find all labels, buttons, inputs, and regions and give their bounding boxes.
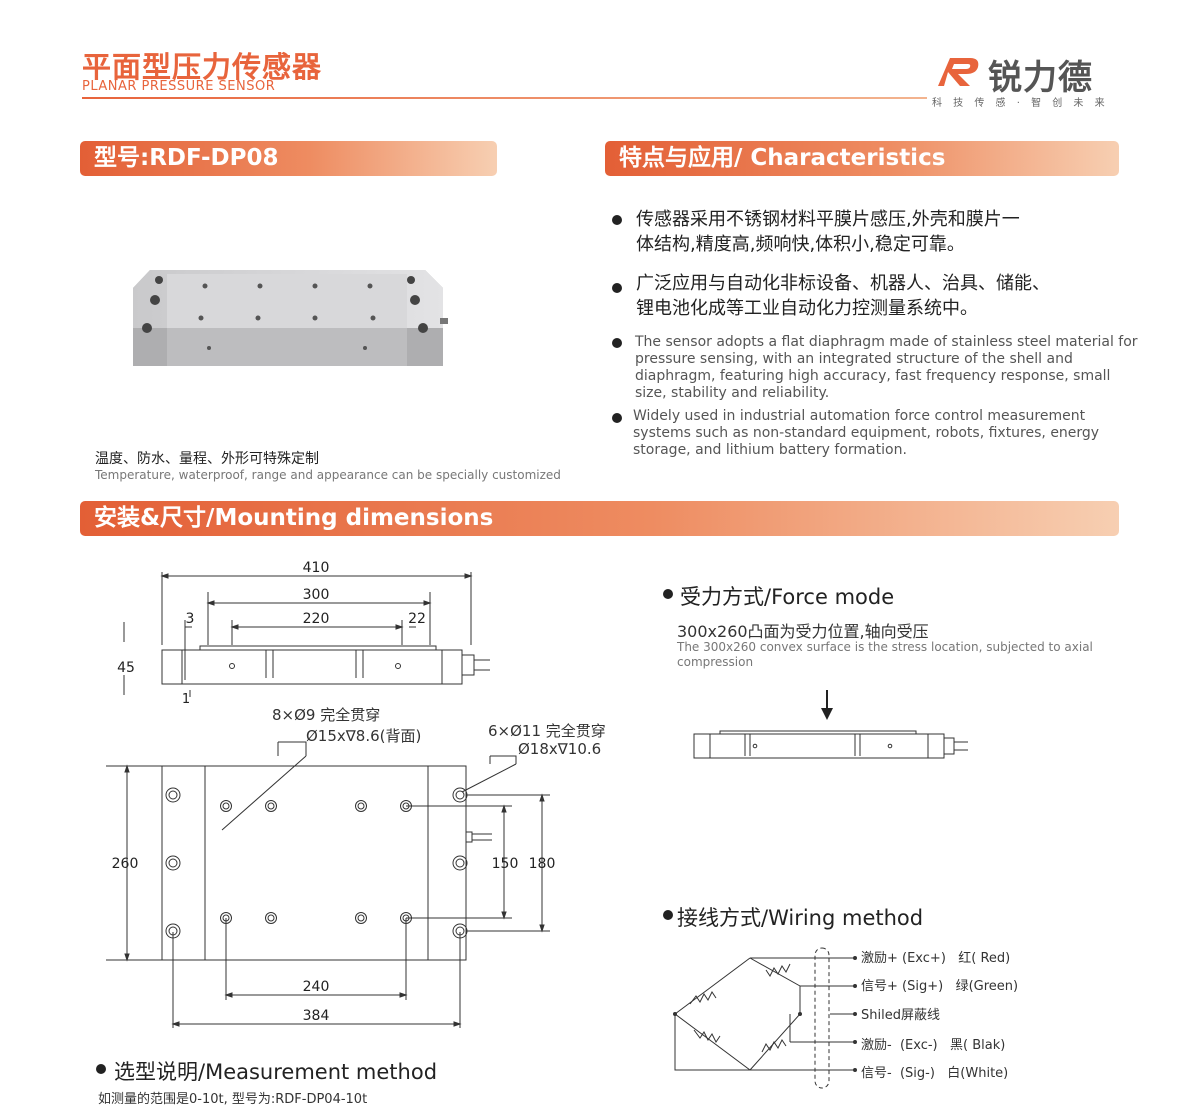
- wiring-heading: 接线方式/Wiring method: [677, 906, 924, 930]
- dim-180: 180: [529, 856, 556, 872]
- hole-note-1b: Ø15x∇8.6(背面): [306, 727, 422, 745]
- dim-3: 3: [186, 611, 195, 627]
- force-mode-drawing: [693, 690, 968, 759]
- bullet-dot: [612, 283, 622, 293]
- plan-view-drawing: 260 150 180 240 384: [106, 741, 556, 1028]
- char-en-1b: pressure sensing, with an integrated str…: [635, 351, 1073, 367]
- hole-note-1a: 8×Ø9 完全贯穿: [272, 706, 381, 724]
- wiring-diagram: [673, 947, 857, 1089]
- measurement-heading: 选型说明/Measurement method: [114, 1060, 438, 1084]
- custom-note-en: Temperature, waterproof, range and appea…: [95, 468, 561, 482]
- characteristics-bar: 特点与应用/ Characteristics: [605, 141, 1119, 176]
- wire-sig-minus: 信号- (Sig-) 白(White): [861, 1066, 1009, 1081]
- title-divider: [82, 97, 927, 99]
- dim-384: 384: [303, 1008, 330, 1024]
- hole-note-2b: Ø18x∇10.6: [518, 740, 602, 758]
- dim-410: 410: [303, 560, 330, 576]
- bullet-dot: [612, 338, 622, 348]
- dim-45: 45: [117, 660, 135, 676]
- arrow-down-icon: [821, 708, 833, 720]
- bullet-dot: [612, 215, 622, 225]
- mounting-bar: 安装&尺寸/Mounting dimensions: [80, 501, 1119, 536]
- char-en-2a: Widely used in industrial automation for…: [633, 408, 1086, 424]
- dim-260: 260: [112, 856, 139, 872]
- char-en-1d: size, stability and reliability.: [635, 385, 830, 401]
- char-en-2b: systems such as non-standard equipment, …: [633, 425, 1100, 441]
- wire-exc-plus: 激励+ (Exc+) 红( Red): [861, 951, 1011, 966]
- dim-300: 300: [303, 587, 330, 603]
- force-mode-en-1: The 300x260 convex surface is the stress…: [677, 640, 1093, 654]
- brand-slogan: 科 技 传 感 · 智 创 未 来: [932, 98, 1109, 109]
- custom-note-cn: 温度、防水、量程、外形可特殊定制: [95, 451, 319, 467]
- force-mode-en-2: compression: [677, 655, 754, 669]
- force-mode-cn: 300x260凸面为受力位置,轴向受压: [677, 622, 929, 641]
- wire-sig-plus: 信号+ (Sig+) 绿(Green): [861, 979, 1019, 994]
- page-title: 平面型压力传感器: [82, 50, 323, 84]
- char-en-1c: diaphragm, featuring high accuracy, fast…: [635, 368, 1111, 384]
- char-cn-1b: 体结构,精度高,频响快,体积小,稳定可靠。: [636, 234, 965, 255]
- brand-name: 锐力德: [988, 58, 1093, 98]
- wire-exc-minus: 激励- (Exc-) 黑( Blak): [861, 1038, 1006, 1053]
- bullet-dot: [663, 910, 673, 920]
- wire-shield: Shiled屏蔽线: [861, 1008, 940, 1023]
- force-mode-heading: 受力方式/Force mode: [680, 585, 895, 609]
- char-cn-1a: 传感器采用不锈钢材料平膜片感压,外壳和膜片一: [636, 209, 1020, 230]
- bullet-dot: [96, 1064, 106, 1074]
- char-cn-2b: 锂电池化成等工业自动化力控测量系统中。: [636, 298, 978, 319]
- hole-note-2a: 6×Ø11 完全贯穿: [488, 722, 606, 740]
- dim-1: 1: [182, 692, 190, 705]
- dim-240: 240: [303, 979, 330, 995]
- brand-logo-icon: [938, 58, 979, 86]
- bullet-dot: [612, 413, 622, 423]
- bullet-dot: [663, 589, 673, 599]
- product-photo: [133, 270, 448, 366]
- char-en-1a: The sensor adopts a flat diaphragm made …: [635, 334, 1138, 350]
- measurement-example: 如测量的范围是0-10t, 型号为:RDF-DP04-10t: [98, 1092, 368, 1107]
- char-cn-2a: 广泛应用与自动化非标设备、机器人、治具、储能、: [636, 273, 1050, 294]
- model-bar: 型号:RDF-DP08: [80, 141, 497, 176]
- dim-22: 22: [408, 611, 426, 627]
- char-en-2c: storage, and lithium battery formation.: [633, 442, 907, 458]
- side-view-drawing: 410 300 220 3 22 45 1: [117, 560, 490, 705]
- dim-150: 150: [492, 856, 519, 872]
- page-subtitle: PLANAR PRESSURE SENSOR: [82, 79, 276, 94]
- dim-220: 220: [303, 611, 330, 627]
